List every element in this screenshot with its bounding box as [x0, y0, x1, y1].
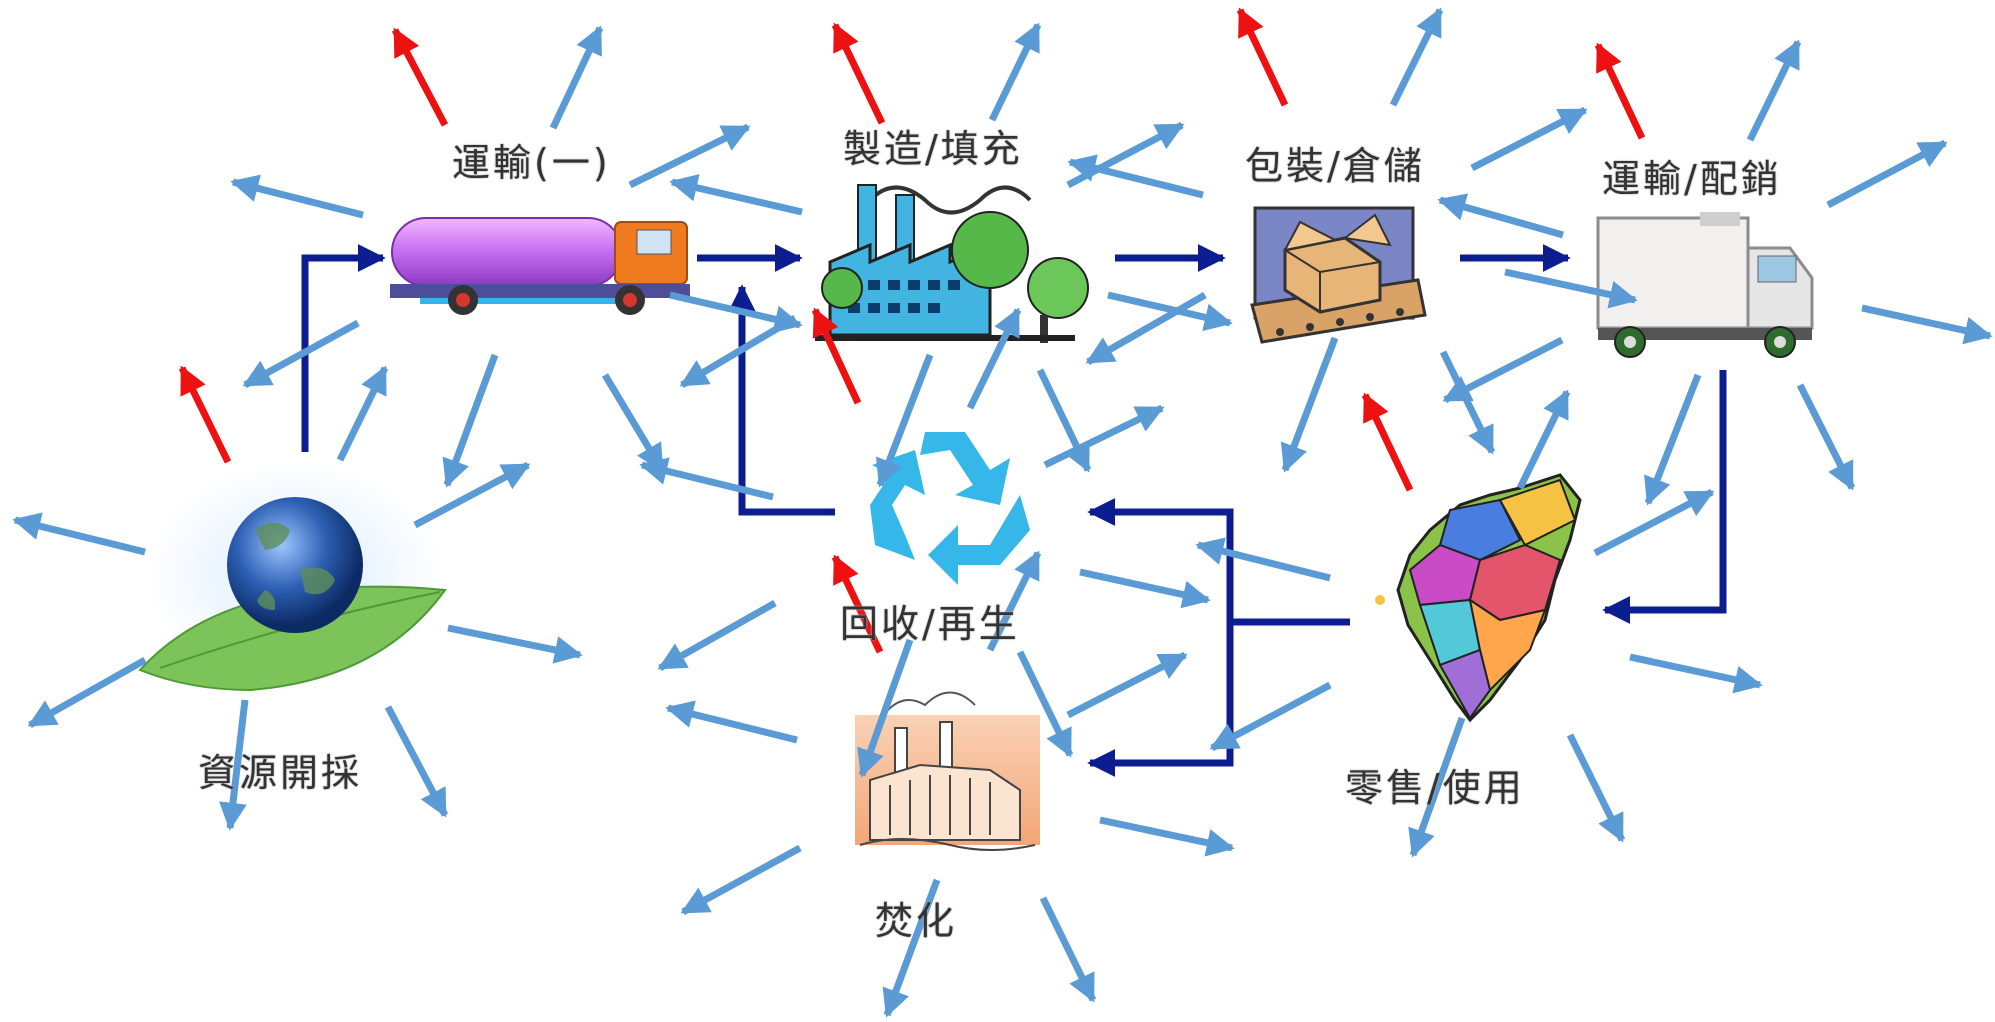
- blue-arrow: [882, 878, 941, 1018]
- red-arrows: [178, 7, 1646, 654]
- blue-arrow: [242, 319, 360, 389]
- blue-arrow: [1066, 651, 1188, 719]
- blue-arrow: [986, 550, 1042, 652]
- blue-arrow: [1389, 7, 1444, 107]
- blue-arrow: [1408, 716, 1466, 858]
- blue-arrow: [665, 700, 798, 744]
- red-arrow: [811, 307, 862, 405]
- blue-arrow: [549, 25, 604, 130]
- blue-arrow: [657, 599, 777, 672]
- blue-arrow: [1470, 106, 1588, 172]
- blue-arrow: [1099, 816, 1235, 857]
- blue-arrow: [1016, 650, 1074, 758]
- blue-arrow: [1067, 154, 1204, 199]
- recycle-icon: [870, 432, 1030, 585]
- blue-arrow: [669, 174, 803, 216]
- blue-arrow: [1644, 373, 1702, 506]
- taiwan-map-icon: [1375, 473, 1582, 723]
- label-recycling: 回收/再生: [840, 602, 1020, 646]
- flow-arrows: [301, 244, 1727, 777]
- blue-arrow: [988, 22, 1042, 122]
- blue-arrow: [601, 373, 666, 473]
- blue-arrow: [966, 307, 1022, 410]
- blue-arrow: [1861, 304, 1993, 345]
- blue-arrow: [413, 461, 531, 529]
- blue-arrow: [219, 699, 249, 831]
- blue-arrow: [639, 457, 774, 501]
- delivery-truck-icon: [1596, 212, 1814, 358]
- flow-extraction-to-transport: [301, 244, 386, 452]
- blue-arrow: [628, 123, 751, 189]
- blue-arrow: [1039, 896, 1097, 1003]
- blue-arrow: [1566, 733, 1626, 843]
- red-arrow: [831, 554, 884, 654]
- red-arrow: [178, 365, 232, 464]
- blue-arrow: [230, 174, 364, 219]
- blue-arrow: [680, 844, 802, 916]
- red-arrow: [1361, 392, 1414, 492]
- blue-arrow: [1442, 336, 1564, 404]
- red-arrow: [391, 27, 449, 127]
- blue-arrow: [857, 638, 914, 778]
- blue-arrow: [442, 353, 499, 488]
- blue-arrow: [1195, 537, 1331, 582]
- blue-arrow: [1280, 336, 1339, 473]
- blue-arrow: [336, 365, 389, 462]
- blue-arrow: [27, 656, 147, 729]
- red-arrow: [1236, 7, 1289, 107]
- flow-retail-to-incineration: [1087, 622, 1234, 777]
- box-on-conveyor-icon: [1250, 206, 1427, 344]
- blue-arrow: [1826, 139, 1948, 209]
- label-distribution: 運輸/配銷: [1602, 157, 1782, 201]
- tanker-truck-icon: [390, 217, 690, 315]
- red-arrow: [1594, 42, 1646, 140]
- factory-icon: [815, 184, 1089, 343]
- blue-arrow: [447, 624, 583, 664]
- label-extraction: 資源開採: [198, 751, 363, 795]
- blue-arrow: [12, 512, 146, 556]
- blue-arrow: [1439, 350, 1496, 455]
- blue-arrow: [1107, 291, 1233, 332]
- label-incineration: 焚化: [875, 899, 958, 943]
- earth-on-leaf-icon: [138, 460, 447, 692]
- red-arrow: [831, 22, 886, 125]
- label-manufacturing: 製造/填充: [843, 127, 1023, 171]
- blue-arrow: [1209, 681, 1332, 752]
- blue-arrow: [669, 291, 803, 333]
- blue-arrow: [1629, 653, 1763, 694]
- blue-arrow: [1437, 193, 1564, 239]
- blue-arrow: [384, 705, 449, 818]
- flow-recycling-to-manufacturing: [728, 284, 835, 516]
- flow-retail-to-recycling: [1087, 498, 1234, 622]
- blue-arrow: [1043, 404, 1165, 469]
- blue-arrows: [12, 7, 1993, 1018]
- blue-arrow: [679, 314, 797, 389]
- label-transport-1: 運輸(一): [452, 141, 611, 185]
- label-packaging: 包裝/倉儲: [1245, 144, 1425, 188]
- blue-arrow: [1796, 383, 1856, 491]
- blue-arrow: [1593, 488, 1715, 557]
- blue-arrow: [1036, 368, 1092, 473]
- blue-arrow: [1504, 268, 1638, 309]
- blue-arrow: [1746, 39, 1802, 142]
- blue-arrow: [1079, 568, 1211, 609]
- flow-distribution-to-retail: [1602, 370, 1727, 624]
- blue-arrow: [1516, 389, 1571, 490]
- blue-arrow: [875, 353, 934, 488]
- label-retail: 零售/使用: [1345, 766, 1525, 810]
- incinerator-plant-icon: [855, 691, 1040, 851]
- blue-arrow: [1085, 291, 1207, 366]
